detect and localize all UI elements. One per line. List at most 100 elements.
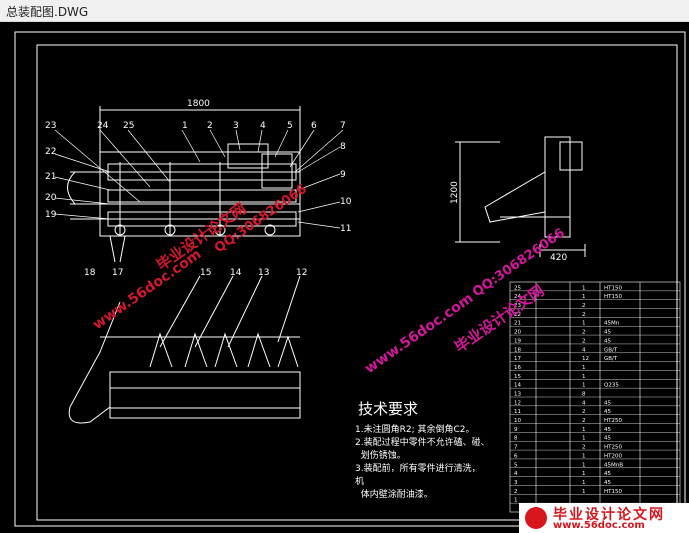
drawing-frame xyxy=(14,31,686,527)
bom-cell: 4 xyxy=(582,347,586,353)
tech-item: 体内壁涂耐油漆。 xyxy=(355,490,433,500)
bom-cell: 19 xyxy=(514,338,521,344)
callout-number: 14 xyxy=(230,268,242,278)
tech-item: 划伤锈蚀。 xyxy=(355,451,406,461)
bom-cell: 2 xyxy=(582,445,586,451)
bom-cell: 12 xyxy=(582,356,589,362)
bom-cell: 9 xyxy=(514,427,518,433)
callout-number: 21 xyxy=(45,172,56,182)
bom-cell: 12 xyxy=(514,400,521,406)
window-title: 总装配图.DWG xyxy=(6,5,89,19)
bom-cell: 1 xyxy=(582,480,586,486)
bom-cell: GB/T xyxy=(604,356,618,362)
callout-number: 10 xyxy=(340,197,352,207)
bom-cell: 1 xyxy=(582,285,586,291)
bom-cell: 45MnB xyxy=(604,462,623,468)
bom-cell: 8 xyxy=(582,392,586,398)
bom-cell: 1 xyxy=(582,462,586,468)
callout-number: 3 xyxy=(233,121,239,131)
bom-cell: 2 xyxy=(582,312,586,318)
tech-item: 3.装配前，所有零件进行清洗， xyxy=(355,464,481,474)
bom-cell: 1 xyxy=(582,374,586,380)
bom-cell: 21 xyxy=(514,321,521,327)
brand-url: www.56doc.com xyxy=(553,520,645,531)
bom-cell: 1 xyxy=(582,436,586,442)
bom-cell: 13 xyxy=(514,392,521,398)
tech-item: 1.未注圆角R2; 其余倒角C2。 xyxy=(355,425,475,435)
bom-cell: GB/T xyxy=(604,347,618,353)
bom-cell: 24 xyxy=(514,294,521,300)
callout-leaders xyxy=(54,129,344,229)
bom-cell: 11 xyxy=(514,409,521,415)
tech-requirements: 1.未注圆角R2; 其余倒角C2。 2.装配过程中零件不允许磕、碰、 划伤锈蚀。 3… xyxy=(355,424,490,502)
bom-cell: HT150 xyxy=(604,285,622,291)
bom-cell: 1 xyxy=(582,365,586,371)
callout-number: 12 xyxy=(296,268,307,278)
bom-cell: 2 xyxy=(582,338,586,344)
bom-cell: 1 xyxy=(582,453,586,459)
bom-cell: 15 xyxy=(514,374,521,380)
bom-cell: 2 xyxy=(514,489,518,495)
brand-name: 毕业设计论文网 xyxy=(553,507,665,523)
bom-cell: 45Mn xyxy=(604,321,620,327)
callout-number: 9 xyxy=(340,170,346,180)
bom-cell: 17 xyxy=(514,356,521,362)
bom-cell: 1 xyxy=(582,427,586,433)
callout-number: 2 xyxy=(207,121,213,131)
bom-cell: HT250 xyxy=(604,445,622,451)
bom-cell: 16 xyxy=(514,365,521,371)
bom-cell: 4 xyxy=(582,400,586,406)
callout-number: 1 xyxy=(182,121,188,131)
window-titlebar: 总装配图.DWG xyxy=(0,0,689,22)
side-view xyxy=(455,136,586,257)
tech-heading: 技术要求 xyxy=(358,400,419,418)
bom-cell: 4 xyxy=(514,471,518,477)
bom-cell: 45 xyxy=(604,330,611,336)
bom-cell: 2 xyxy=(582,303,586,309)
dim-width: 1800 xyxy=(187,99,210,109)
bom-cell: 45 xyxy=(604,400,611,406)
brand-logo-icon xyxy=(525,507,547,529)
bom-cell: Q235 xyxy=(604,383,619,389)
bom-cell: 45 xyxy=(604,338,611,344)
bom-cell: HT150 xyxy=(604,489,622,495)
bom-cell: 45 xyxy=(604,409,611,415)
callout-number: 11 xyxy=(340,224,351,234)
bom-cell: 2 xyxy=(582,330,586,336)
bom-cell: 14 xyxy=(514,383,521,389)
bom-cell: 45 xyxy=(604,480,611,486)
callout-number: 25 xyxy=(123,121,134,131)
tech-item: 2.装配过程中零件不允许磕、碰、 xyxy=(355,438,490,448)
bom-cell: 1 xyxy=(582,471,586,477)
callout-number: 13 xyxy=(258,268,269,278)
bom-cell: 2 xyxy=(582,418,586,424)
bom-cell: 23 xyxy=(514,303,521,309)
brand-footer: 毕业设计论文网 www.56doc.com xyxy=(519,503,689,533)
bom-cell: 1 xyxy=(582,383,586,389)
dim-side: 420 xyxy=(550,253,567,263)
dim-height: 1200 xyxy=(450,181,460,204)
callout-number: 18 xyxy=(84,268,96,278)
bom-cell: 3 xyxy=(514,480,518,486)
callout-number: 17 xyxy=(112,268,123,278)
callout-number: 8 xyxy=(340,142,346,152)
callout-number: 20 xyxy=(45,193,57,203)
drawing-svg: 251HT150241HT15023222221145Mn20245192451… xyxy=(14,31,686,527)
callout-number: 24 xyxy=(97,121,109,131)
bom-cell: 1 xyxy=(582,489,586,495)
bom-cell: 8 xyxy=(514,436,518,442)
tech-item: 机 xyxy=(355,477,365,487)
bom-cell: 18 xyxy=(514,347,521,353)
callout-number: 19 xyxy=(45,210,57,220)
bom-cell: 2 xyxy=(582,409,586,415)
bom-cell: 5 xyxy=(514,462,518,468)
dimension-text: 1800 1200 420 xyxy=(187,99,567,263)
bom-cell: 25 xyxy=(514,285,521,291)
bom-cell: 7 xyxy=(514,445,518,451)
bom-cell: 10 xyxy=(514,418,521,424)
callout-number: 5 xyxy=(287,121,293,131)
callout-number: 23 xyxy=(45,121,56,131)
